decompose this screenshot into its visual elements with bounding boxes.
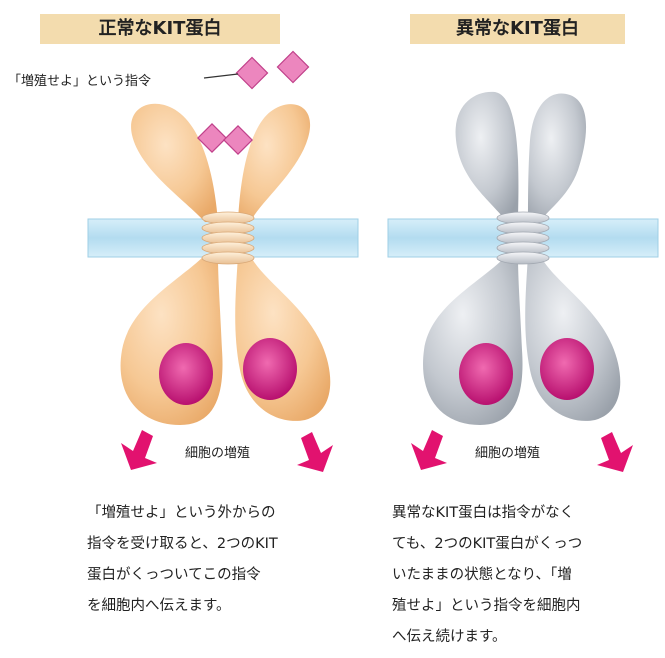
abnormal-kit-transmembrane-coil — [496, 211, 550, 265]
growth-signal-molecules — [197, 50, 310, 155]
normal-kit-kinase-domain-left — [159, 343, 213, 405]
normal-kit-kinase-domain-right — [243, 338, 297, 400]
description-line: 指令を受け取ると、2つのKIT — [87, 536, 278, 552]
description-line: 「増殖せよ」という外からの — [87, 505, 276, 521]
proliferation-arrows — [121, 430, 633, 472]
description-line: 蛋白がくっついてこの指令 — [87, 567, 261, 583]
description-line: 異常なKIT蛋白は指令がなく — [392, 505, 575, 521]
down-right-arrow-icon — [597, 432, 633, 472]
normal-cell-proliferation-label: 細胞の増殖 — [185, 446, 251, 461]
description-line: 殖せよ」という指令を細胞内 — [392, 598, 581, 614]
description-line: へ伝え続けます。 — [392, 629, 507, 645]
description-line: ても、2つのKIT蛋白がくっつ — [392, 536, 583, 552]
abnormal-cell-proliferation-label: 細胞の増殖 — [475, 446, 541, 461]
normal-kit-transmembrane-coil — [201, 211, 255, 265]
down-left-arrow-icon — [121, 430, 157, 470]
description-line: を細胞内へ伝えます。 — [87, 598, 231, 614]
signal-diamond — [276, 50, 310, 84]
abnormal-kit-upper-right-lobe — [528, 93, 587, 222]
normal-kit-description: 「増殖せよ」という外からの 指令を受け取ると、2つのKIT 蛋白がくっついてこの… — [87, 498, 352, 622]
abnormal-kit-upper-left-lobe — [455, 91, 519, 223]
abnormal-kit-kinase-domain-left — [459, 343, 513, 405]
normal-kit-title: 正常なKIT蛋白 — [40, 14, 280, 44]
abnormal-kit-description: 異常なKIT蛋白は指令がなく ても、2つのKIT蛋白がくっつ いたままの状態とな… — [392, 498, 657, 653]
down-right-arrow-icon — [297, 432, 333, 472]
normal-kit-upper-right-lobe — [238, 104, 311, 222]
down-left-arrow-icon — [411, 430, 447, 470]
signal-diamond — [197, 123, 227, 153]
description-line: いたままの状態となり、「増 — [392, 567, 572, 583]
signal-diamond — [235, 56, 269, 90]
normal-kit-upper-left-lobe — [131, 103, 218, 222]
abnormal-kit-protein — [423, 91, 621, 425]
normal-kit-protein — [120, 103, 331, 425]
growth-signal-callout: 「増殖せよ」という指令 — [8, 74, 152, 89]
signal-diamond — [223, 125, 253, 155]
abnormal-kit-kinase-domain-right — [540, 338, 594, 400]
abnormal-kit-title: 異常なKIT蛋白 — [410, 14, 625, 44]
callout-leader-line — [203, 73, 239, 79]
